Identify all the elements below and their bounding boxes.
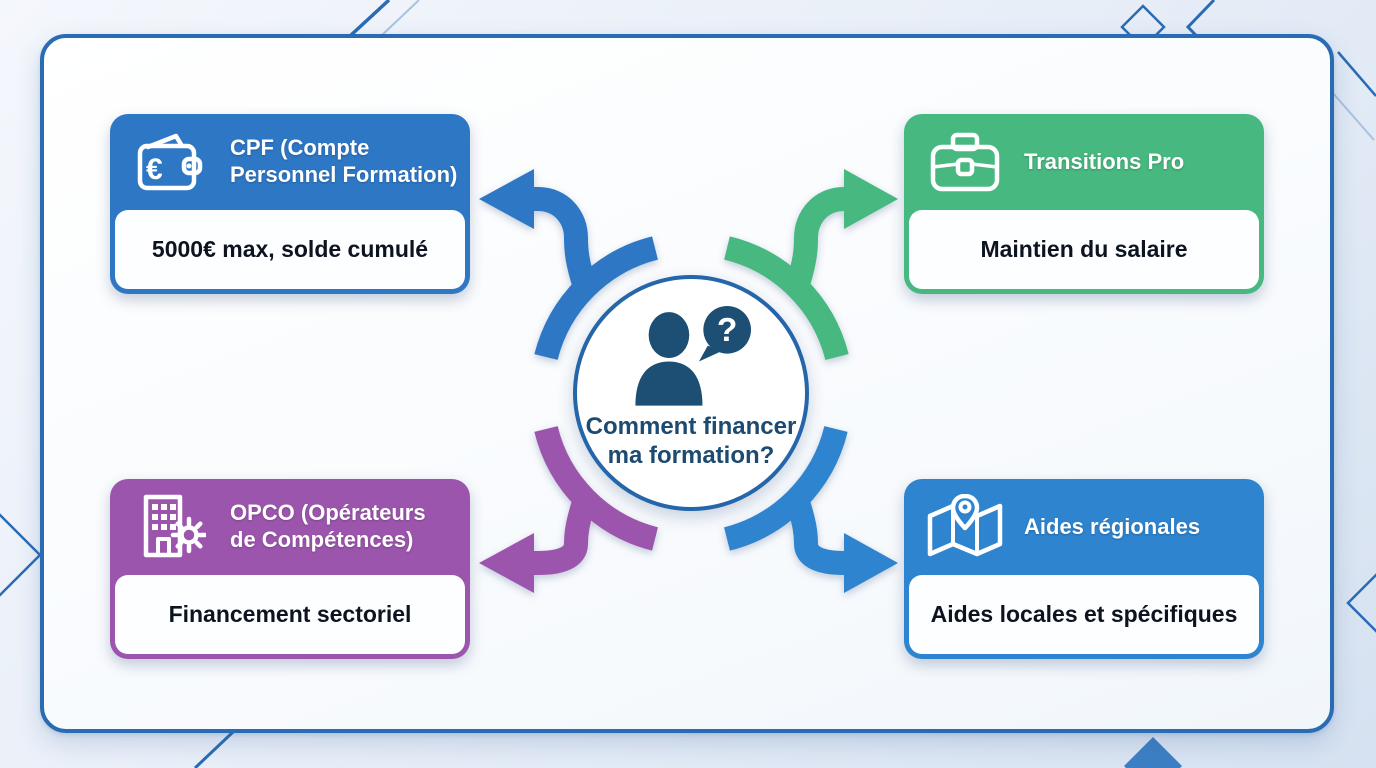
wallet-euro-icon: € xyxy=(130,131,212,193)
arrow-to-transitions-pro xyxy=(785,187,846,291)
arc-top-left xyxy=(534,236,659,361)
card-cpf: € CPF (Compte Personnel Formation) 5000€… xyxy=(110,114,470,294)
building-gear-icon xyxy=(130,493,212,561)
svg-text:€: € xyxy=(146,153,163,186)
card-aides-regionales-title: Aides régionales xyxy=(1024,513,1201,539)
question-mark-glyph: ? xyxy=(717,312,737,349)
decor-diamond-outline xyxy=(0,513,42,597)
briefcase-icon xyxy=(924,131,1006,193)
arrowhead-transitions-pro xyxy=(844,169,898,229)
arrowhead-cpf xyxy=(479,169,534,229)
arrow-to-aides-regionales xyxy=(785,495,846,575)
card-transitions-pro-header: Transitions Pro xyxy=(904,114,1264,210)
decor-diagonal-line xyxy=(1331,91,1375,141)
arc-top-right xyxy=(723,236,849,361)
card-cpf-title: CPF (Compte Personnel Formation) xyxy=(230,135,458,187)
decor-diagonal-line xyxy=(348,0,391,38)
center-question-circle: ? Comment financer ma formation? xyxy=(573,275,809,511)
card-cpf-body: 5000€ max, solde cumulé xyxy=(115,210,465,289)
card-cpf-header: € CPF (Compte Personnel Formation) xyxy=(110,114,470,210)
decor-diagonal-line xyxy=(1337,51,1376,97)
arrow-to-opco xyxy=(532,495,597,575)
card-aides-regionales: Aides régionales Aides locales et spécif… xyxy=(904,479,1264,659)
card-transitions-pro-title: Transitions Pro xyxy=(1024,148,1185,174)
map-pin-icon xyxy=(924,494,1006,560)
decor-diagonal-line xyxy=(380,0,420,37)
card-aides-regionales-header: Aides régionales xyxy=(904,479,1264,575)
card-transitions-pro: Transitions Pro Maintien du salaire xyxy=(904,114,1264,294)
card-opco: OPCO (Opérateurs de Compétences) Finance… xyxy=(110,479,470,659)
card-opco-body: Financement sectoriel xyxy=(115,575,465,654)
decor-diamond-filled xyxy=(1124,737,1182,768)
card-opco-title: OPCO (Opérateurs de Compétences) xyxy=(230,500,426,552)
card-transitions-pro-body: Maintien du salaire xyxy=(909,210,1259,289)
person-question-icon: ? xyxy=(635,305,751,406)
arrow-to-cpf xyxy=(532,187,597,291)
arrowhead-opco xyxy=(479,533,534,593)
decor-diagonal-line xyxy=(193,730,235,768)
arrowhead-aides-regionales xyxy=(844,533,898,593)
card-aides-regionales-body: Aides locales et spécifiques xyxy=(909,575,1259,654)
card-opco-header: OPCO (Opérateurs de Compétences) xyxy=(110,479,470,575)
center-question-text: Comment financer ma formation? xyxy=(585,413,797,469)
decor-diamond-outline xyxy=(1346,573,1376,633)
